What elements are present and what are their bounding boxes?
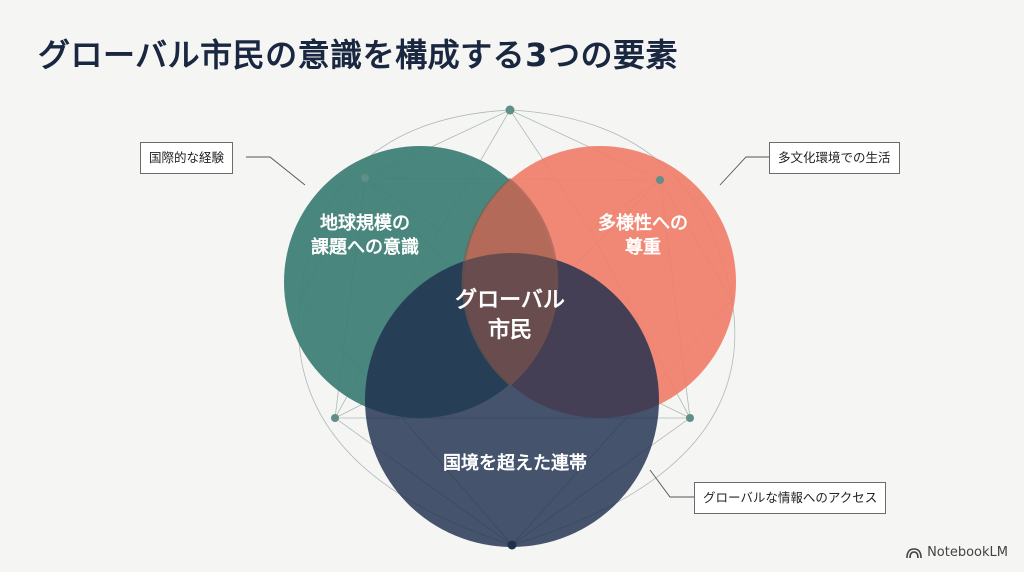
overlap-green-coral: [461, 178, 559, 386]
page-title: グローバル市民の意識を構成する3つの要素: [38, 36, 678, 74]
label-global-issues: 地球規模の 課題への意識: [300, 212, 430, 261]
network-nodes: [331, 105, 694, 550]
label-center-line1: グローバル: [455, 288, 565, 313]
label-solidarity: 国境を超えた連帯: [443, 453, 587, 474]
callout-multicultural-living: 多文化環境での生活: [769, 142, 900, 174]
label-diversity-line1: 多様性への: [598, 213, 688, 234]
callout-global-info-access: グローバルな情報へのアクセス: [694, 482, 887, 514]
brand-name: NotebookLM: [927, 545, 1008, 560]
label-diversity-line2: 尊重: [625, 237, 661, 259]
label-global-issues-line2: 課題への意識: [311, 237, 419, 259]
label-global-citizen: グローバル 市民: [440, 286, 580, 345]
callout-international-experience: 国際的な経験: [140, 142, 234, 174]
label-global-issues-line1: 地球規模の: [320, 213, 410, 234]
callout-leaders: [246, 156, 769, 498]
label-center-line2: 市民: [487, 317, 532, 343]
label-diversity: 多様性への 尊重: [578, 212, 708, 261]
circle-solidarity: [365, 253, 659, 547]
brand-logo: NotebookLM: [906, 545, 1008, 560]
notebooklm-icon: [906, 547, 922, 558]
